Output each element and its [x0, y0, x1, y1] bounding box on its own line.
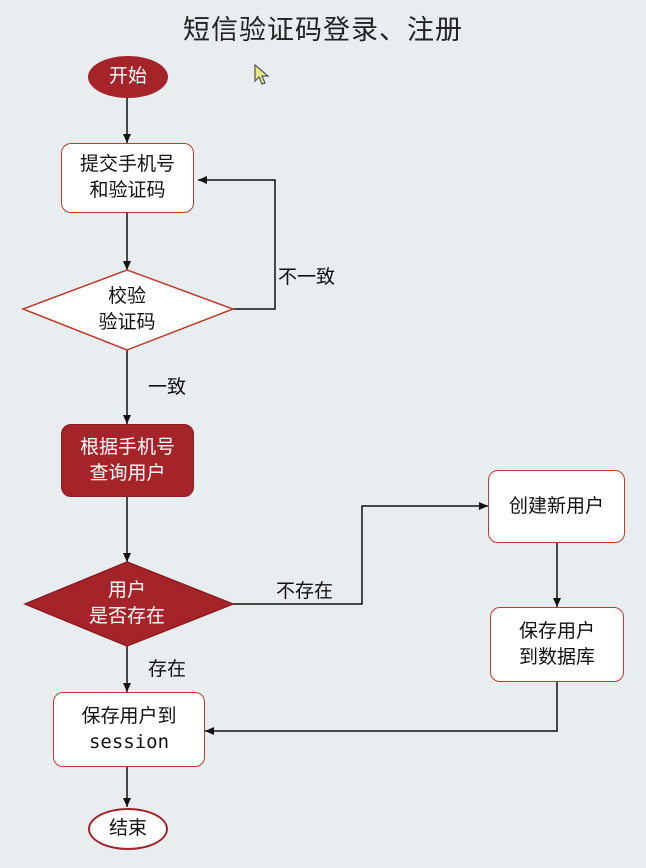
- edge-label-exists: 存在: [148, 658, 187, 680]
- verify-diamond-shape: [20, 269, 236, 351]
- start-label: 开始: [108, 65, 147, 88]
- query-user-node: 根据手机号 查询用户: [61, 424, 194, 497]
- submit-phone-code-node: 提交手机号 和验证码: [61, 143, 194, 213]
- exists-label: 用户 是否存在: [88, 579, 165, 627]
- save-session-label-line2: session: [88, 730, 170, 753]
- edge-label-not-exists: 不存在: [276, 580, 334, 602]
- create-user-node: 创建新用户: [488, 470, 625, 543]
- edge-exists-create: [233, 502, 488, 605]
- verify-label: 校验 验证码: [98, 285, 156, 333]
- save-user-session-node: 保存用户到 session: [53, 692, 205, 767]
- user-exists-decision: 用户 是否存在: [60, 574, 194, 634]
- mouse-pointer-icon: [254, 63, 270, 90]
- query-label: 根据手机号 查询用户: [79, 435, 175, 484]
- edge-label-match: 一致: [148, 376, 187, 398]
- save-db-label: 保存用户 到数据库: [518, 619, 595, 668]
- save-session-label-line1: 保存用户到: [81, 704, 177, 727]
- save-user-db-node: 保存用户 到数据库: [490, 607, 624, 682]
- edge-savedb-session: [205, 682, 558, 735]
- start-node: 开始: [88, 56, 168, 98]
- verify-code-decision: 校验 验证码: [60, 280, 194, 340]
- end-label: 结束: [108, 817, 147, 840]
- submit-label: 提交手机号 和验证码: [79, 153, 175, 201]
- edge-verify-mismatch: [198, 176, 276, 310]
- edge-label-mismatch: 不一致: [278, 266, 336, 288]
- end-node: 结束: [88, 808, 168, 850]
- exists-diamond-shape: [23, 561, 236, 647]
- diagram-title: 短信验证码登录、注册: [183, 15, 463, 46]
- create-label: 创建新用户: [508, 494, 604, 517]
